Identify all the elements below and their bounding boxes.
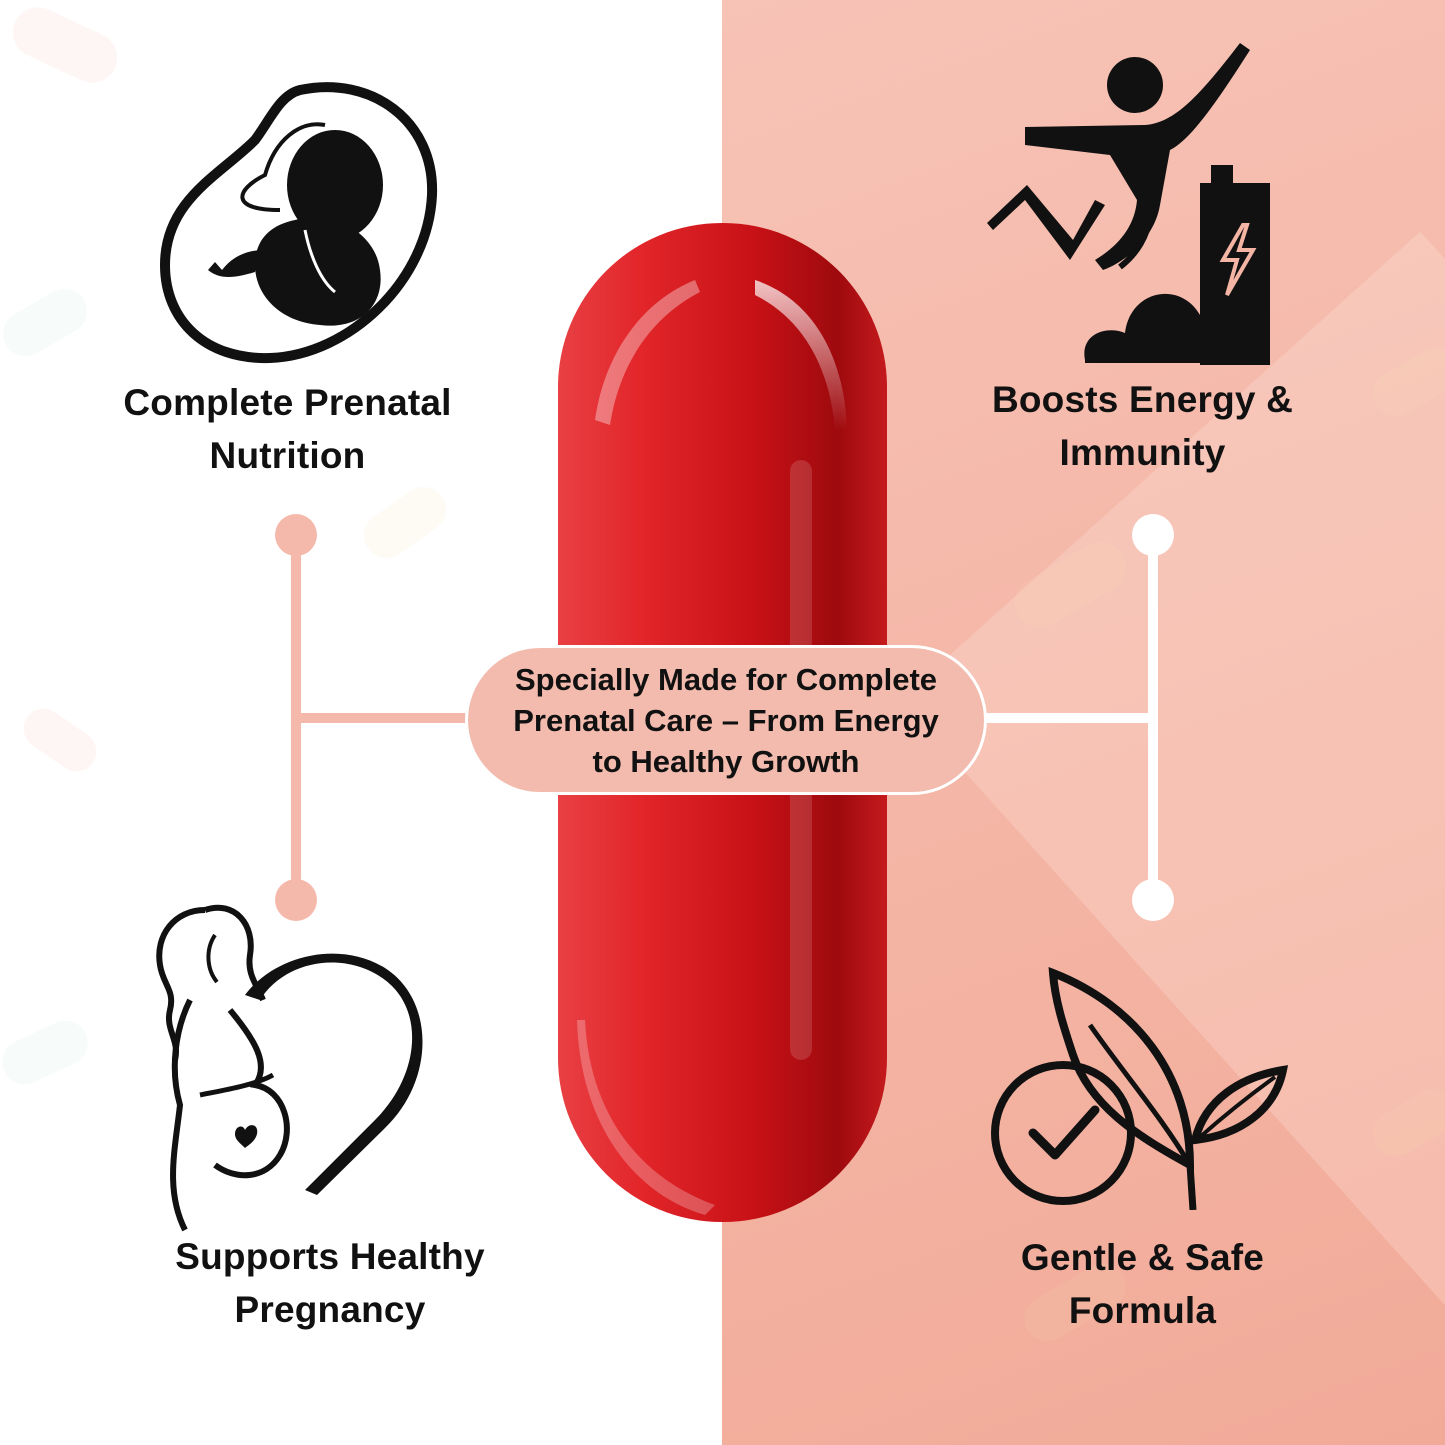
feature-label-line: Pregnancy <box>234 1289 426 1330</box>
feature-label-line: Supports Healthy <box>175 1236 485 1277</box>
feature-label-line: Formula <box>1068 1290 1217 1331</box>
feature-label-line: Immunity <box>1059 432 1226 473</box>
feature-label-boosts-energy-immunity: Boosts Energy & Immunity <box>960 373 1325 479</box>
feature-label-line: Nutrition <box>209 435 366 476</box>
center-tagline-line: Specially Made for Complete <box>514 661 938 697</box>
check-leaf-icon <box>991 966 1289 1210</box>
feature-label-complete-prenatal-nutrition: Complete Prenatal Nutrition <box>85 376 490 482</box>
center-tagline-line: Prenatal Care – From Energy <box>513 702 939 738</box>
center-tagline-badge: Specially Made for Complete Prenatal Car… <box>465 645 987 795</box>
pregnant-woman-heart-icon <box>156 904 423 1232</box>
center-tagline-line: to Healthy Growth <box>592 743 860 779</box>
feature-label-line: Complete Prenatal <box>123 382 452 423</box>
feature-label-gentle-safe-formula: Gentle & Safe Formula <box>985 1231 1300 1337</box>
jumping-person-battery-icon <box>987 43 1270 365</box>
feature-label-supports-healthy-pregnancy: Supports Healthy Pregnancy <box>140 1230 520 1336</box>
feature-label-line: Gentle & Safe <box>1020 1237 1265 1278</box>
feature-label-line: Boosts Energy & <box>991 379 1294 420</box>
fetus-in-womb-icon <box>160 82 438 364</box>
